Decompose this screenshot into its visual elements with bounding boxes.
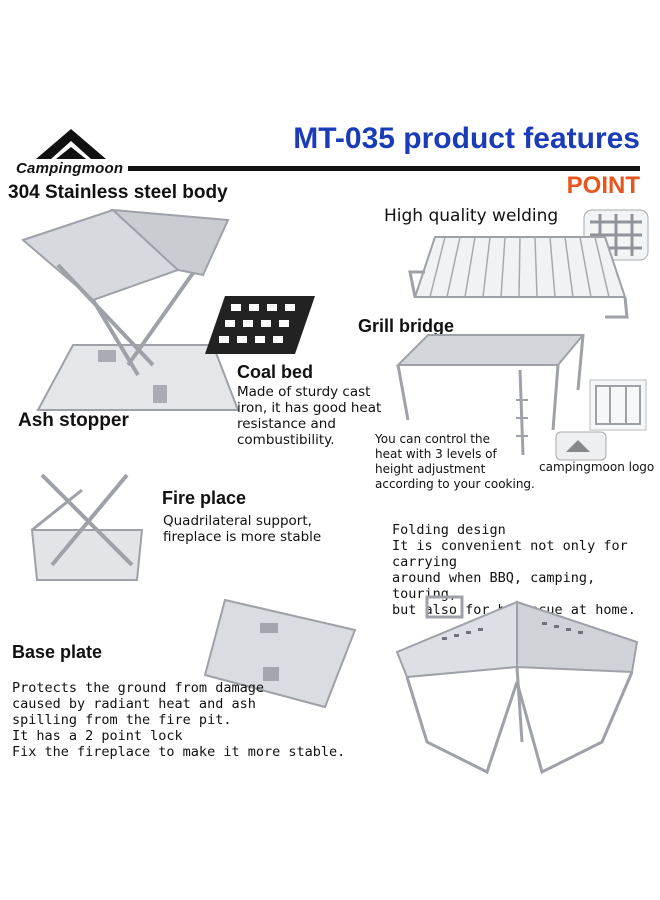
grill-bridge-line: You can control the xyxy=(375,432,490,446)
mountain-logo-icon xyxy=(36,129,106,159)
base-plate-title: Base plate xyxy=(12,642,103,662)
coal-bed-image xyxy=(205,296,315,354)
folded-fire-pit-image xyxy=(395,595,639,775)
fire-place-line: Quadrilateral support, xyxy=(163,513,312,529)
fire-place-line: fireplace is more stable xyxy=(163,529,322,545)
base-plate-line: caused by radiant heat and ash xyxy=(12,696,256,712)
header-divider xyxy=(128,166,640,171)
base-plate-image xyxy=(203,598,357,709)
bridge-side-view-image xyxy=(589,379,647,431)
brand-name: Campingmoon xyxy=(16,160,124,177)
folding-line: around when BBQ, camping, touring, xyxy=(392,570,596,602)
grill-bridge-title: Grill bridge xyxy=(358,316,455,336)
base-plate-line: spilling from the fire pit. xyxy=(12,712,232,728)
coal-bed-line: combustibility. xyxy=(237,432,335,448)
grill-bridge-line: height adjustment xyxy=(375,462,486,476)
body-title: 304 Stainless steel body xyxy=(8,182,228,203)
fire-place-title: Fire place xyxy=(162,488,247,508)
base-plate-line: Protects the ground from damage xyxy=(12,680,264,696)
grill-bridge-line: heat with 3 levels of xyxy=(375,447,497,461)
grill-bridge-line: according to your cooking. xyxy=(375,477,535,491)
fire-place-image xyxy=(30,473,144,581)
coal-bed-line: Made of sturdy cast xyxy=(237,384,371,400)
welding-title: High quality welding xyxy=(384,206,559,226)
coal-bed-title: Coal bed xyxy=(237,362,314,382)
ash-stopper-title: Ash stopper xyxy=(18,410,129,431)
fire-pit-image xyxy=(21,208,240,411)
folding-line: It is convenient not only for carrying xyxy=(392,538,628,570)
coal-bed-line: resistance and xyxy=(237,416,336,432)
base-plate-line: It has a 2 point lock xyxy=(12,728,183,744)
logo-closeup-image xyxy=(555,431,607,461)
logo-caption: campingmoon logo xyxy=(539,460,655,474)
base-plate-line: Fix the fireplace to make it more stable… xyxy=(12,744,346,760)
page-title: MT-035 product features xyxy=(293,122,640,155)
point-label: POINT xyxy=(566,172,640,199)
folding-title: Folding design xyxy=(392,522,506,538)
coal-bed-line: iron, it has good heat xyxy=(237,400,382,416)
grill-grate-image xyxy=(408,236,629,319)
grill-bridge-image xyxy=(395,334,586,456)
